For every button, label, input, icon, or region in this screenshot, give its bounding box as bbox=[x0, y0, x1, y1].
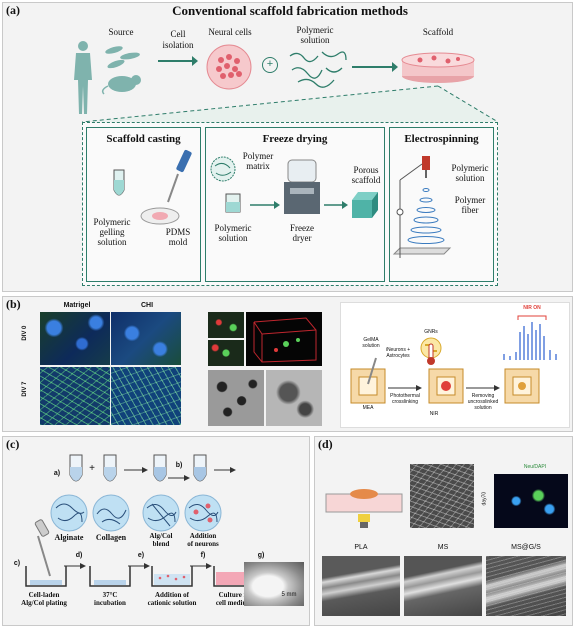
arrow-right-icon bbox=[324, 200, 348, 210]
mea-chip-1 bbox=[350, 368, 386, 404]
micrograph-chi-div7 bbox=[111, 367, 181, 425]
removing-label-3: solution bbox=[462, 406, 504, 411]
panel-c-label: (c) bbox=[6, 437, 19, 452]
step-e: e) bbox=[134, 552, 148, 559]
tube-collagen-icon bbox=[102, 455, 118, 487]
plus-a: + bbox=[86, 464, 98, 475]
well-cation bbox=[150, 566, 194, 588]
porous-scaffold-icon bbox=[352, 192, 378, 218]
tube-blend-icon bbox=[152, 455, 168, 487]
pipette-icon bbox=[164, 150, 194, 210]
micrograph-ms bbox=[404, 556, 482, 616]
arrow-right-icon bbox=[388, 384, 422, 392]
well-plating bbox=[24, 566, 68, 588]
arrow-right-icon bbox=[466, 384, 500, 392]
hydrogel-photo bbox=[244, 562, 304, 606]
electro-fiber-label-2: fiber bbox=[448, 206, 492, 215]
micrograph-confocal-3d bbox=[246, 312, 322, 366]
step-g: g) bbox=[254, 552, 268, 559]
neurons-circle bbox=[184, 494, 222, 532]
micrograph-confocal-small bbox=[208, 312, 244, 338]
pdms-mold-icon bbox=[140, 206, 180, 226]
scale-bar-label: 5 mm bbox=[276, 592, 302, 598]
electro-sol-label-2: solution bbox=[446, 174, 494, 183]
mea-chip-2 bbox=[428, 368, 464, 404]
casting-title: Scaffold casting bbox=[86, 134, 201, 146]
chi-label: CHI bbox=[112, 302, 182, 309]
micrograph-chi-div0 bbox=[111, 312, 181, 365]
micrograph-sem-2 bbox=[266, 370, 322, 426]
collagen-label: Collagen bbox=[88, 534, 134, 542]
msgs-label: MS@G/S bbox=[486, 544, 566, 551]
matrigel-label: Matrigel bbox=[42, 302, 112, 309]
photothermal-label-2: crosslinking bbox=[384, 400, 426, 405]
neurons-label-2: Astrocytes bbox=[378, 354, 418, 359]
div0-label: DIV 0 bbox=[22, 318, 28, 348]
polymer-matrix-icon bbox=[210, 156, 236, 182]
micrograph-pla bbox=[322, 556, 400, 616]
incub-label-2: incubation bbox=[84, 600, 136, 607]
ms-label: MS bbox=[404, 544, 482, 551]
arrow-right-icon bbox=[190, 562, 212, 570]
arrow-right-icon bbox=[214, 466, 236, 474]
day-label: day70 bbox=[482, 484, 487, 514]
stain-label: Neu/DAPI bbox=[510, 465, 560, 470]
thermometer-icon bbox=[426, 344, 436, 366]
collagen-circle bbox=[92, 494, 130, 532]
nir-on-label: NIR ON bbox=[512, 306, 552, 311]
beaker-icon bbox=[224, 194, 242, 214]
panel-d-label: (d) bbox=[318, 437, 333, 452]
arrow-right-icon bbox=[124, 466, 148, 474]
tube-icon bbox=[112, 170, 126, 200]
arrow-right-icon bbox=[250, 200, 280, 210]
micrograph-confocal-small-2 bbox=[208, 340, 244, 366]
step-c: c) bbox=[10, 560, 24, 567]
well-incubation bbox=[88, 566, 132, 588]
gelling-label-3: solution bbox=[88, 238, 136, 247]
neurons-add-label-2: of neurons bbox=[178, 541, 228, 548]
step-a: a) bbox=[50, 470, 64, 477]
dryer-label-2: dryer bbox=[280, 234, 324, 243]
micrograph-sem-1 bbox=[208, 370, 264, 426]
step-b: b) bbox=[172, 462, 186, 469]
micrograph-neu-dapi bbox=[494, 474, 568, 528]
freeze-dryer-icon bbox=[282, 160, 322, 216]
arrow-right-icon bbox=[64, 562, 86, 570]
micrograph-matrigel-div0 bbox=[40, 312, 110, 365]
tube-alginate-icon bbox=[68, 455, 84, 487]
spike-raster-icon bbox=[500, 312, 562, 362]
step-d: d) bbox=[72, 552, 86, 559]
gnrs-label: GNRs bbox=[416, 330, 446, 335]
matrix-label-2: matrix bbox=[236, 162, 280, 171]
freeze-sol-label-2: solution bbox=[208, 234, 258, 243]
arrow-right-icon bbox=[168, 474, 190, 482]
micrograph-msgs bbox=[486, 556, 566, 616]
cation-label-2: cationic solution bbox=[142, 600, 202, 607]
freeze-title: Freeze drying bbox=[205, 134, 385, 146]
nir-label: NIR bbox=[424, 412, 444, 417]
step-f: f) bbox=[196, 552, 210, 559]
pla-label: PLA bbox=[322, 544, 400, 551]
div7-label: DIV 7 bbox=[22, 374, 28, 404]
plating-label-2: Alg/Col plating bbox=[14, 600, 74, 607]
micrograph-fibers-sem bbox=[410, 464, 474, 528]
panel-b-label: (b) bbox=[6, 297, 21, 312]
arrow-right-icon bbox=[128, 562, 150, 570]
electrospinning-setup-icon bbox=[392, 150, 452, 270]
porous-label-2: scaffold bbox=[346, 176, 386, 185]
blend-circle bbox=[142, 494, 180, 532]
electro-title: Electrospinning bbox=[389, 134, 494, 146]
alginate-circle bbox=[50, 494, 88, 532]
tube-neurons-icon bbox=[192, 455, 208, 487]
culture-setup-icon bbox=[324, 480, 404, 530]
micrograph-matrigel-div7 bbox=[40, 367, 110, 425]
mold-label-2: mold bbox=[160, 238, 196, 247]
mea-label: MEA bbox=[354, 406, 382, 411]
mea-chip-3 bbox=[504, 368, 540, 404]
